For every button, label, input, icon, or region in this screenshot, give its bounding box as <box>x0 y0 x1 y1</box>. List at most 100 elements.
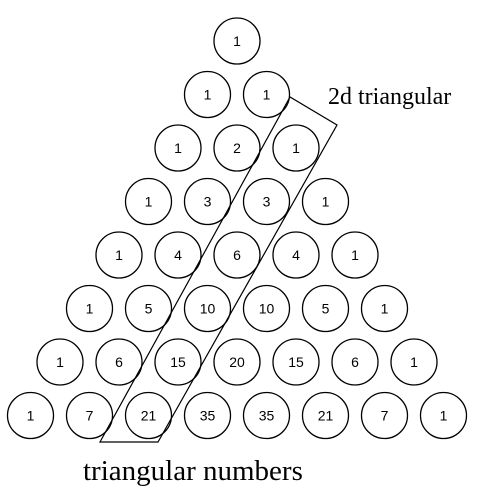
cell-value: 1 <box>204 87 212 103</box>
cell-circle <box>242 177 291 226</box>
triangle-cell: 20 <box>213 338 261 386</box>
cell-circle <box>360 391 409 440</box>
triangle-cell: 1 <box>36 338 84 386</box>
cell-value: 35 <box>200 408 216 424</box>
cell-circle <box>272 338 320 386</box>
cell-circle <box>242 70 291 119</box>
cell-value: 1 <box>292 140 300 156</box>
cell-value: 7 <box>381 408 389 424</box>
cell-circle <box>331 338 379 386</box>
cell-circle <box>213 17 261 65</box>
cell-circle <box>183 391 232 440</box>
cell-value: 1 <box>145 194 153 210</box>
cell-value: 15 <box>170 354 186 370</box>
cell-circle <box>65 284 114 333</box>
cell-circle <box>272 231 320 279</box>
cell-value: 2 <box>233 140 241 156</box>
cell-circle <box>213 338 261 386</box>
cell-circle <box>242 391 291 440</box>
cell-value: 1 <box>174 140 182 156</box>
triangle-cell: 1 <box>301 177 350 226</box>
cell-value: 1 <box>86 301 94 317</box>
cell-circle <box>183 177 232 226</box>
cell-value: 5 <box>322 301 330 317</box>
cell-value: 3 <box>263 194 271 210</box>
triangle-cell: 1 <box>65 284 114 333</box>
triangle-cell: 35 <box>242 391 291 440</box>
cell-value: 21 <box>318 408 334 424</box>
cell-value: 4 <box>292 247 300 263</box>
cell-circle <box>124 284 173 333</box>
triangle-cell: 21 <box>301 391 350 440</box>
triangle-cell: 1 <box>390 338 438 386</box>
triangle-cell: 1 <box>272 124 320 172</box>
triangle-cell: 1 <box>183 70 232 119</box>
cell-value: 7 <box>86 408 94 424</box>
cell-circle <box>242 284 291 333</box>
cell-circle <box>36 338 84 386</box>
triangle-cell: 21 <box>124 391 173 440</box>
cell-circle <box>213 231 261 279</box>
cell-circle <box>65 391 114 440</box>
cell-circle <box>331 231 379 279</box>
cell-value: 15 <box>288 354 304 370</box>
cell-value: 10 <box>259 301 275 317</box>
triangle-cell: 10 <box>183 284 232 333</box>
triangle-cell: 1 <box>154 124 202 172</box>
cell-value: 20 <box>229 354 245 370</box>
cell-circle <box>360 284 409 333</box>
cell-value: 5 <box>145 301 153 317</box>
triangle-cell: 1 <box>242 70 291 119</box>
cell-value: 1 <box>410 354 418 370</box>
cell-value: 1 <box>263 87 271 103</box>
triangle-cell: 15 <box>272 338 320 386</box>
triangle-cell: 35 <box>183 391 232 440</box>
triangle-cell: 7 <box>65 391 114 440</box>
cell-circle <box>6 391 55 440</box>
triangle-cell: 3 <box>183 177 232 226</box>
cell-circle <box>390 338 438 386</box>
cell-value: 6 <box>115 354 123 370</box>
triangle-cell: 2 <box>213 124 261 172</box>
cell-circle <box>301 391 350 440</box>
triangle-cell: 4 <box>272 231 320 279</box>
cell-circle <box>301 284 350 333</box>
triangle-cell: 3 <box>242 177 291 226</box>
triangle-cell: 6 <box>331 338 379 386</box>
cell-circle <box>183 284 232 333</box>
triangle-cell: 1 <box>213 17 261 65</box>
triangle-cell: 15 <box>154 338 202 386</box>
cell-circle <box>419 391 468 440</box>
triangle-cell: 5 <box>301 284 350 333</box>
cell-circle <box>95 231 143 279</box>
bottom-label: triangular numbers <box>83 455 303 487</box>
diagonal-label: 2d triangular <box>328 84 451 110</box>
cell-value: 1 <box>381 301 389 317</box>
cell-circle <box>154 338 202 386</box>
cell-circle <box>272 124 320 172</box>
cell-value: 10 <box>200 301 216 317</box>
triangle-cell: 1 <box>95 231 143 279</box>
triangle-cell: 4 <box>154 231 202 279</box>
cell-value: 3 <box>204 194 212 210</box>
cell-circle <box>124 177 173 226</box>
triangle-cell: 1 <box>360 284 409 333</box>
cell-value: 1 <box>115 247 123 263</box>
cell-value: 1 <box>56 354 64 370</box>
triangular-numbers-diagonal-band <box>98 96 338 443</box>
cell-value: 1 <box>440 408 448 424</box>
cell-value: 35 <box>259 408 275 424</box>
triangle-cell: 1 <box>124 177 173 226</box>
cell-value: 1 <box>322 194 330 210</box>
cell-circle <box>95 338 143 386</box>
cell-value: 21 <box>141 408 157 424</box>
cell-circle <box>154 124 202 172</box>
cell-value: 1 <box>233 33 241 49</box>
cell-value: 6 <box>233 247 241 263</box>
cell-value: 6 <box>351 354 359 370</box>
triangle-cell: 6 <box>95 338 143 386</box>
cell-circle <box>213 124 261 172</box>
cell-circle <box>124 391 173 440</box>
